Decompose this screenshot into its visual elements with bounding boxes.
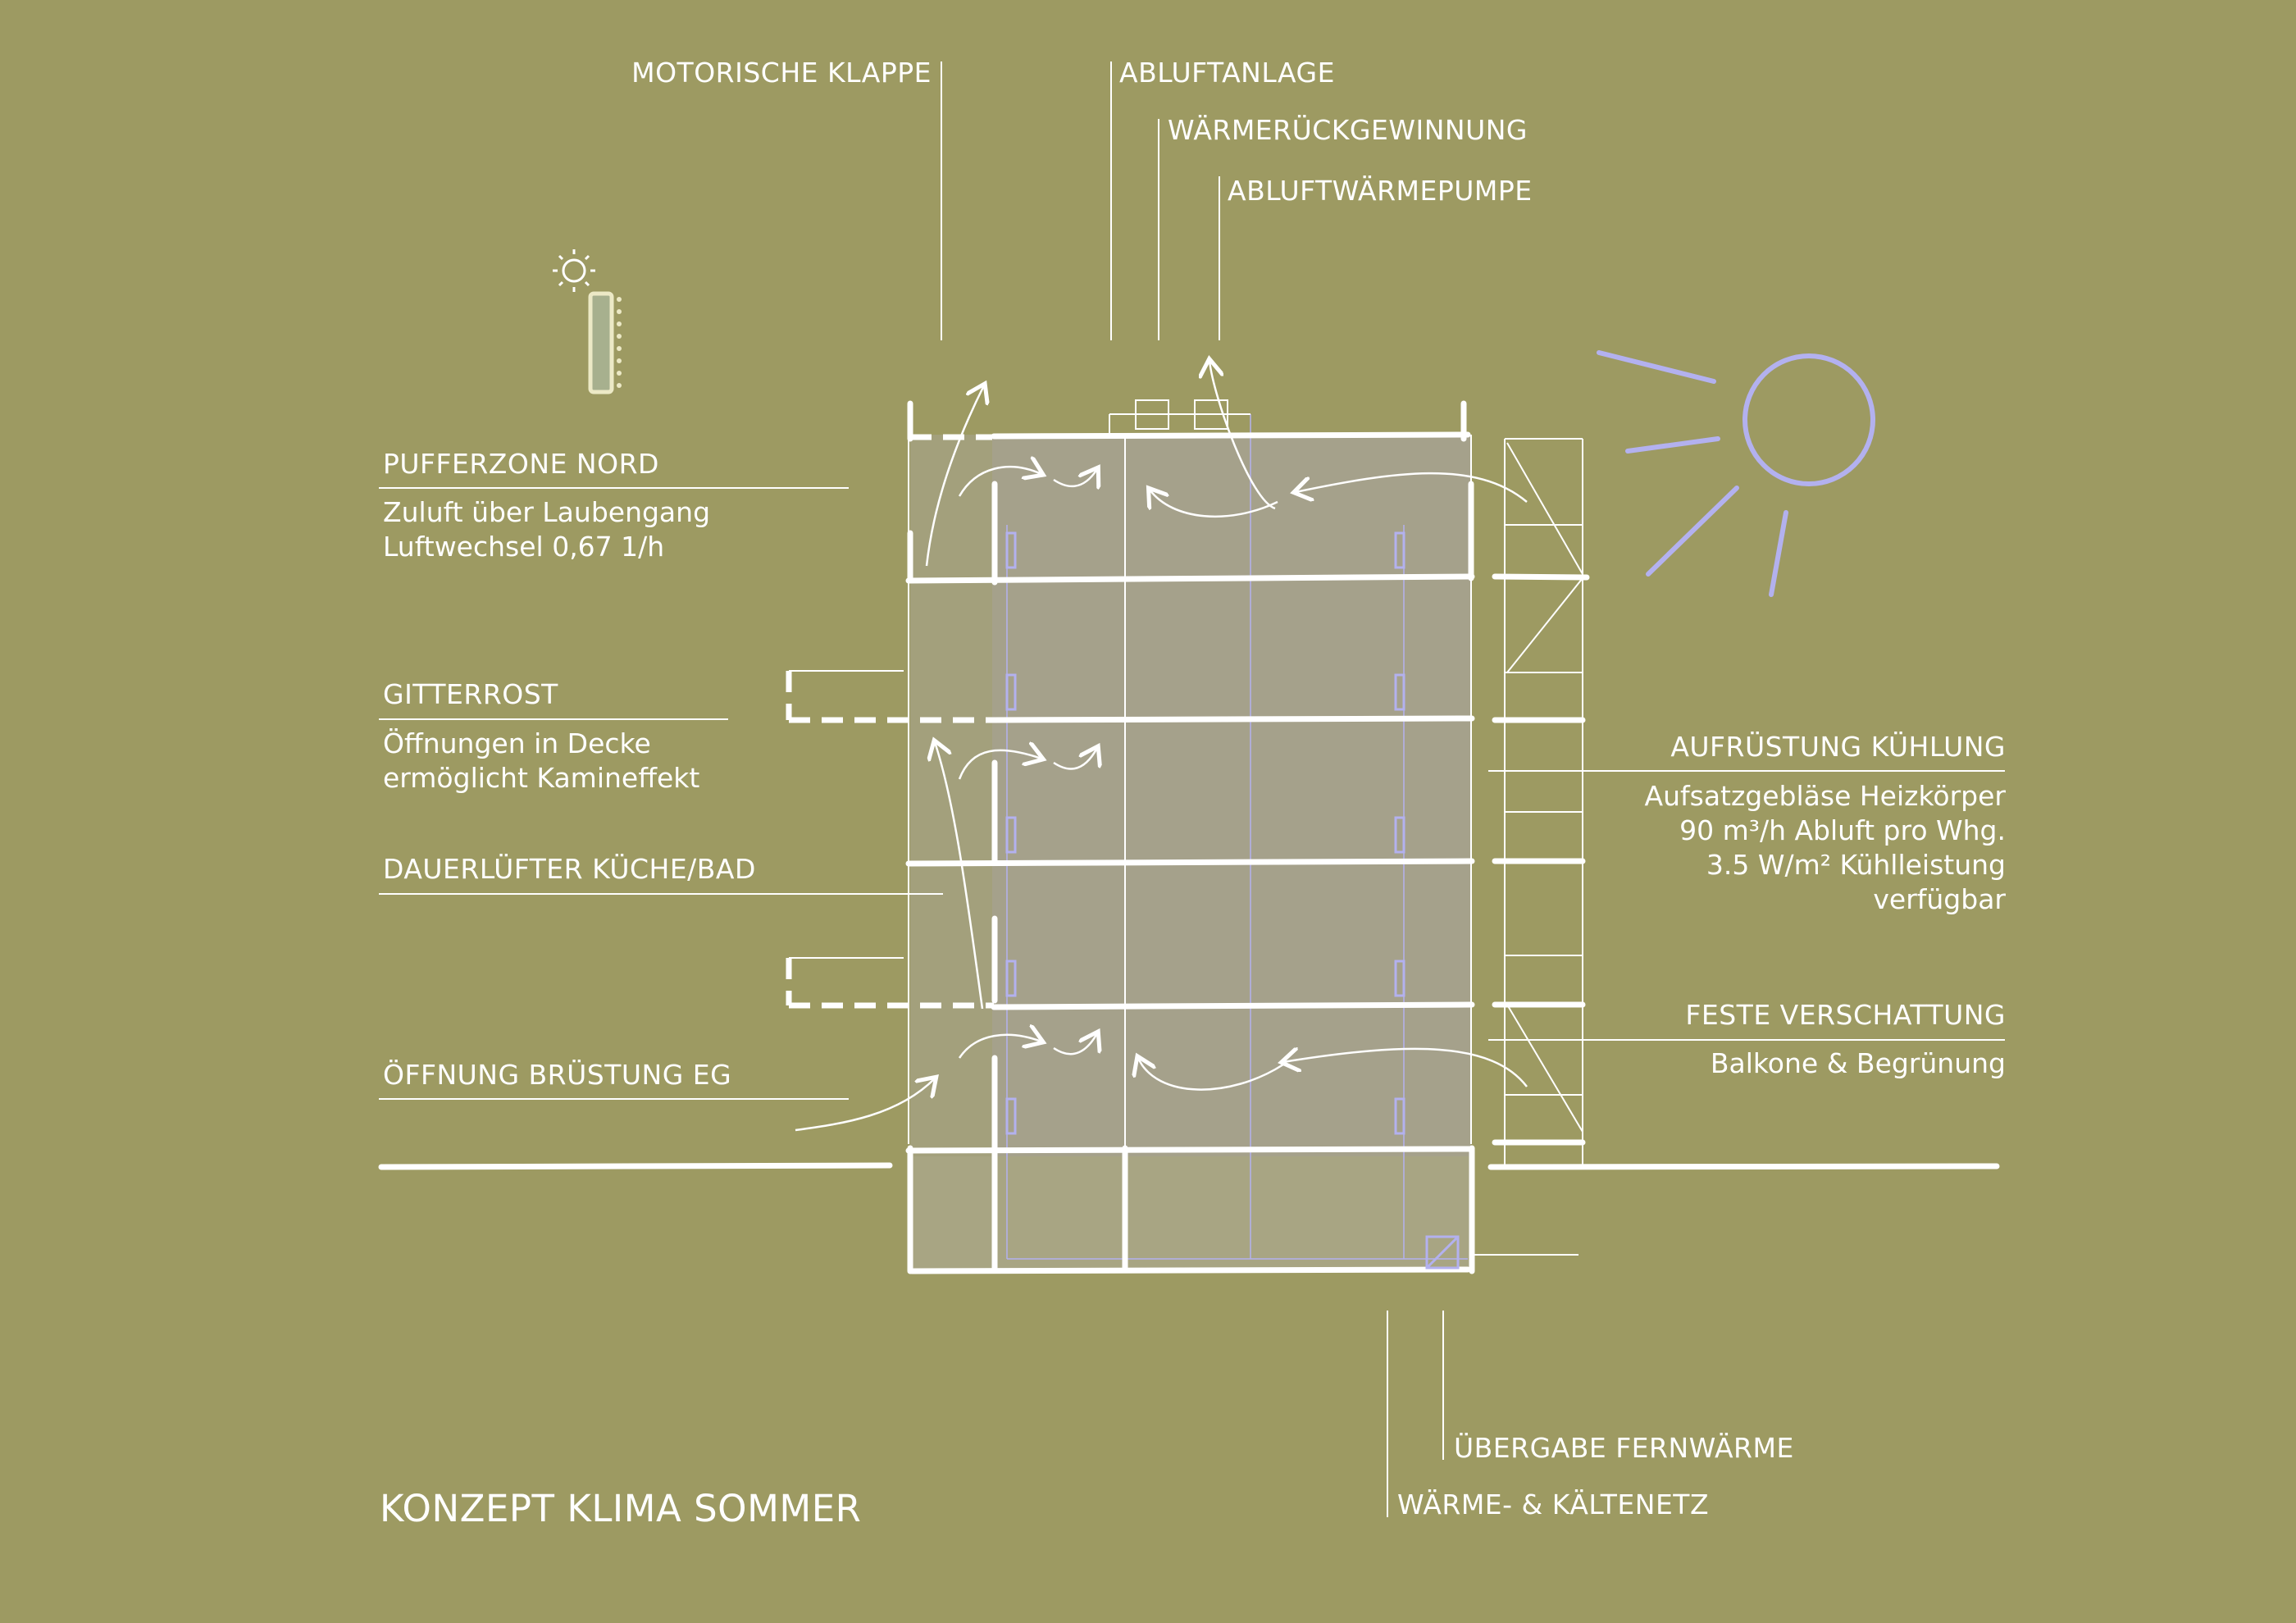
apartment-zone bbox=[992, 435, 1471, 1271]
text-gitterrost-line-1: Öffnungen in Decke bbox=[383, 727, 651, 759]
label-gitterrost: GITTERROST bbox=[383, 678, 558, 710]
label-feste-verschattung: FESTE VERSCHATTUNG bbox=[1685, 999, 2006, 1031]
label-uebergabe-fernwaerme: ÜBERGABE FERNWÄRME bbox=[1454, 1432, 1794, 1464]
label-oeffnung-bruestung: ÖFFNUNG BRÜSTUNG EG bbox=[383, 1059, 732, 1091]
text-gitterrost-line-2: ermöglicht Kamineffekt bbox=[383, 762, 700, 794]
text-kuehlung-line-2: 90 m³/h Abluft pro Whg. bbox=[1679, 814, 2006, 846]
label-waermerueckgewinnung: WÄRMERÜCKGEWINNUNG bbox=[1168, 114, 1528, 146]
label-aufruestung-kuehlung: AUFRÜSTUNG KÜHLUNG bbox=[1670, 731, 2006, 763]
label-abluftwaermepumpe: ABLUFTWÄRMEPUMPE bbox=[1228, 175, 1533, 207]
leader-lines bbox=[379, 62, 2005, 1517]
label-waerme-kaeltenetz: WÄRME- & KÄLTENETZ bbox=[1397, 1489, 1710, 1520]
text-kuehlung-line-1: Aufsatzgebläse Heizkörper bbox=[1644, 780, 2006, 812]
heater-marks bbox=[1005, 531, 1460, 1270]
airflow-arrows bbox=[795, 361, 1528, 1132]
diagram-title: KONZEPT KLIMA SOMMER bbox=[380, 1487, 862, 1530]
label-abluftanlage: ABLUFTANLAGE bbox=[1119, 57, 1335, 89]
label-dauerluefter: DAUERLÜFTER KÜCHE/BAD bbox=[383, 853, 756, 885]
buffer-zone-north bbox=[910, 435, 992, 1271]
label-pufferzone-nord: PUFFERZONE NORD bbox=[383, 448, 659, 480]
text-kuehlung-line-3: 3.5 W/m² Kühlleistung bbox=[1706, 849, 2006, 881]
text-pufferzone-line-2: Luftwechsel 0,67 1/h bbox=[383, 531, 665, 563]
grating-slabs bbox=[786, 434, 994, 1009]
sun-window-icon bbox=[553, 249, 622, 394]
floor-slabs bbox=[378, 400, 2000, 1274]
text-kuehlung-line-4: verfügbar bbox=[1873, 883, 2006, 915]
label-motorische-klappe: MOTORISCHE KLAPPE bbox=[631, 57, 932, 89]
sun-icon bbox=[1597, 350, 1875, 597]
text-verschattung-line-1: Balkone & Begrünung bbox=[1710, 1047, 2006, 1079]
basement-zone bbox=[910, 1156, 1471, 1271]
text-pufferzone-line-1: Zuluft über Laubengang bbox=[383, 496, 711, 528]
